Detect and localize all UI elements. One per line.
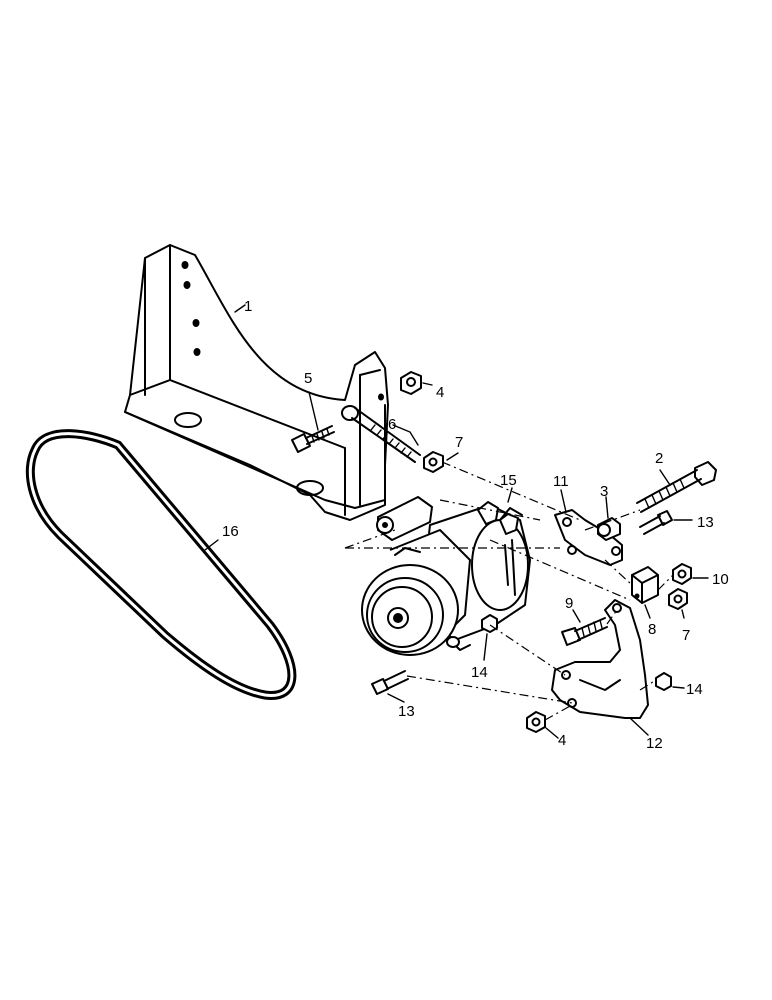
front-bracket-part-11: [554, 509, 623, 566]
callout-16: 16: [222, 523, 239, 540]
bolt-part-13-right: [639, 510, 673, 535]
callout-9: 9: [565, 595, 573, 612]
callout-1: 1: [244, 298, 252, 315]
bolt-part-2: [636, 461, 717, 513]
spacer-block-part-8: [631, 566, 659, 604]
callout-7-upper: 7: [455, 434, 463, 451]
callout-10: 10: [712, 571, 729, 588]
callout-13-right: 13: [697, 514, 714, 531]
nut-part-4-upper: [400, 371, 422, 395]
callout-11: 11: [553, 473, 569, 490]
callout-3: 3: [600, 483, 608, 500]
callout-8: 8: [648, 621, 656, 638]
callout-4-lower: 4: [558, 732, 566, 749]
bolt-part-5: [291, 425, 335, 453]
bolt-part-9: [561, 617, 608, 646]
spacer-sleeve: [376, 496, 433, 541]
nut-part-4-lower: [526, 711, 546, 733]
nut-part-10: [672, 563, 692, 585]
callout-6: 6: [388, 416, 396, 433]
callouts: 1 2 3 4 4 5 6 7 7 8 9 10 11 12 13 13 14 …: [222, 298, 729, 752]
callout-14-right: 14: [686, 681, 703, 698]
callout-5: 5: [304, 370, 312, 387]
mounting-bracket-part-1: [124, 244, 389, 521]
callout-12: 12: [646, 735, 663, 752]
callout-4-upper: 4: [436, 384, 444, 401]
nut-part-14-left: [481, 614, 498, 633]
bolt-part-6: [341, 405, 421, 463]
compressor: [361, 501, 531, 656]
nut-part-7-right: [668, 588, 688, 610]
bolt-part-13-left: [371, 670, 409, 695]
leader-lines: [204, 304, 709, 739]
drive-belt-part-16: [25, 429, 297, 700]
assembly-lines: [344, 461, 674, 721]
lower-bracket-part-12: [551, 599, 649, 719]
callout-7-right: 7: [682, 627, 690, 644]
callout-2: 2: [655, 450, 663, 467]
nut-part-14-right: [655, 672, 672, 691]
callout-15: 15: [500, 472, 517, 489]
callout-13-left: 13: [398, 703, 415, 720]
callout-14-left: 14: [471, 664, 488, 681]
nut-part-7-upper: [423, 451, 444, 473]
